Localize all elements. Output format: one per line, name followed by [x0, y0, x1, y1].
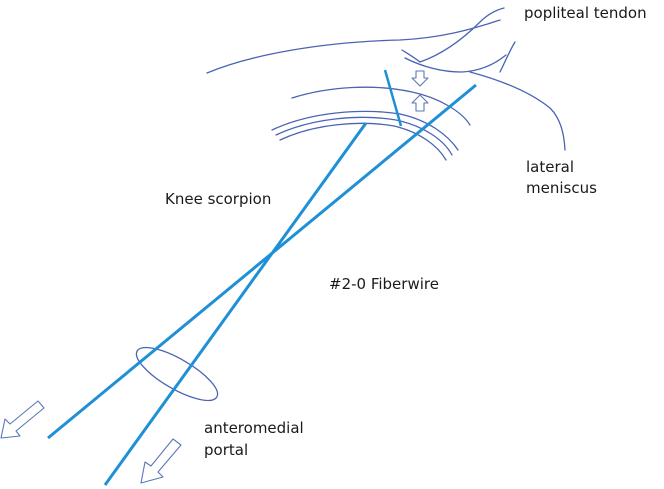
up-arrow-icon — [411, 94, 429, 112]
instrument-lines — [47, 69, 477, 486]
fiberwire-line — [47, 83, 477, 440]
scorpion-needle-tip — [383, 69, 403, 127]
popliteal-tendon-upper — [419, 7, 505, 63]
bottom-exit-arrow-icon — [140, 438, 182, 484]
meniscus-upper-arc — [291, 86, 471, 126]
label-anteromedial: anteromedial — [204, 419, 304, 437]
portal-ellipse — [135, 346, 219, 402]
meniscus-arc-middle — [275, 116, 453, 156]
popliteal-tendon-lower — [404, 54, 507, 73]
meniscus-arc-inner — [279, 122, 447, 161]
anatomy-outlines — [206, 7, 566, 161]
label-meniscus: meniscus — [526, 179, 597, 197]
left-exit-arrow-icon — [0, 400, 45, 439]
lateral-meniscus-long-curve — [469, 71, 566, 151]
capsule-outer-curve — [206, 19, 501, 74]
meniscus-arc-outer — [271, 110, 459, 151]
label-portal: portal — [204, 441, 248, 459]
label-fiberwire: #2-0 Fiberwire — [329, 275, 439, 293]
label-knee-scorpion: Knee scorpion — [165, 190, 271, 208]
label-lateral: lateral — [526, 158, 574, 176]
label-popliteal-tendon: popliteal tendon — [524, 4, 647, 22]
popliteal-tendon-stem — [499, 41, 516, 73]
popliteal-tendon-edge — [401, 49, 421, 63]
knee-scorpion-shaft — [103, 122, 368, 486]
down-arrow-icon — [411, 70, 429, 87]
